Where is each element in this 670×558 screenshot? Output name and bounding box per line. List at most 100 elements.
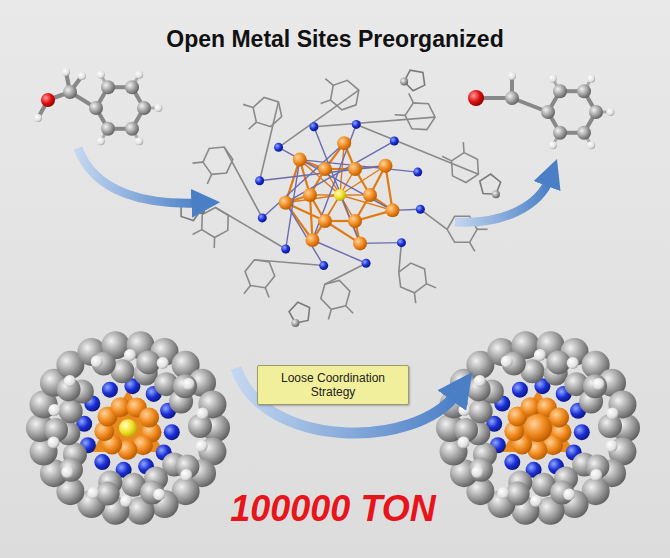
copper-atom: [337, 136, 351, 150]
nitrogen-atom: [309, 122, 318, 131]
carbon-atom: [577, 126, 591, 140]
hydrogen-atom: [47, 436, 59, 448]
hydrogen-atom: [497, 487, 509, 499]
ligand-bond: [325, 263, 366, 284]
copper-atom: [386, 203, 400, 217]
nitrogen-atom: [504, 454, 520, 470]
carbon-atom: [553, 126, 567, 140]
space-filling-cluster: [436, 331, 640, 524]
copper-atom: [524, 414, 552, 442]
carbon-atom: [469, 458, 493, 482]
reaction-arrow: [78, 148, 200, 203]
hydrogen-atom: [78, 72, 86, 80]
carbon-atom: [125, 122, 139, 136]
carbon-atom: [89, 101, 103, 115]
carbon-atom: [96, 482, 120, 506]
hydrogen-atom: [457, 436, 469, 448]
nitrogen-atom: [413, 168, 422, 177]
nitrogen-atom: [319, 261, 328, 270]
hydrogen-atom: [91, 355, 103, 367]
strategy-box: Loose Coordination Strategy: [257, 365, 409, 406]
hydrogen-atom: [124, 349, 136, 361]
oxygen-atom: [468, 90, 484, 106]
hydrogen-atom: [567, 357, 579, 369]
ligand-ring: [331, 80, 359, 110]
copper-atom: [348, 162, 362, 176]
carbon-atom: [589, 105, 603, 119]
ligand-bond: [395, 114, 405, 116]
ligand-bond: [249, 122, 257, 129]
copper-atom: [318, 214, 332, 228]
cluster-core: [255, 120, 425, 270]
carbon-atom: [400, 78, 408, 86]
hydrogen-atom: [534, 349, 546, 361]
hydrogen-atom: [563, 489, 575, 501]
ligand-ring: [203, 147, 233, 174]
hydrogen-atom: [62, 68, 70, 76]
ligand-bond: [346, 306, 353, 314]
node-label: Loose Coordination Strategy: [263, 371, 403, 400]
carbon-atom: [137, 101, 151, 115]
hydrogen-atom: [197, 408, 209, 420]
ligand-ring: [245, 260, 275, 288]
nitrogen-atom: [574, 424, 590, 440]
ligand-bond: [265, 288, 269, 298]
title: Open Metal Sites Preorganized: [0, 26, 670, 53]
hydrogen-atom: [458, 404, 470, 416]
ligand-bond: [463, 142, 465, 152]
benzaldehyde-molecule: [468, 72, 614, 149]
hydrogen-atom: [34, 114, 42, 122]
carbon-atom: [291, 319, 299, 327]
imidazole-ring: [289, 302, 310, 323]
carbon-atom: [506, 482, 530, 506]
hydrogen-atom: [549, 75, 557, 83]
carbon-atom: [173, 374, 197, 398]
nitrogen-atom: [362, 259, 371, 268]
hydrogen-atom: [590, 469, 602, 481]
hydrogen-atom: [154, 104, 162, 112]
carbon-atom: [125, 80, 139, 94]
copper-atom: [305, 233, 319, 247]
ligand-bond: [328, 309, 331, 319]
ligand-bond: [244, 285, 251, 293]
turnover-number: 100000 TON: [230, 488, 435, 530]
copper-atom: [353, 236, 367, 250]
ligand-bond: [470, 242, 475, 251]
hydrogen-atom: [501, 355, 513, 367]
hydrogen-atom: [606, 440, 618, 452]
carbon-atom: [136, 350, 160, 374]
hydrogen-atom: [530, 495, 542, 507]
copper-atom: [303, 188, 317, 202]
ligand-bond: [243, 104, 253, 107]
copper-atom: [363, 188, 377, 202]
ligand-bond: [260, 102, 279, 181]
carbon-atom: [63, 85, 77, 99]
hydrogen-atom: [64, 375, 76, 387]
hydrogen-atom: [593, 378, 605, 390]
copper-atom: [348, 214, 362, 228]
hydrogen-atom: [508, 72, 516, 80]
carbon-atom: [583, 374, 607, 398]
central-atom: [334, 189, 346, 201]
hydrogen-atom: [135, 71, 143, 79]
coordination-bond: [286, 141, 395, 203]
nitrogen-atom: [164, 424, 180, 440]
ligand-ring: [452, 153, 479, 183]
nitrogen-atom: [390, 137, 399, 146]
nitrogen-atom: [512, 382, 528, 398]
hydrogen-atom: [606, 108, 614, 116]
ligand-ring: [399, 263, 427, 293]
copper-atom: [139, 407, 159, 427]
coordination-bond: [262, 143, 344, 218]
copper-atom: [318, 162, 332, 176]
nitrogen-atom: [397, 238, 406, 247]
hydrogen-atom: [87, 487, 99, 499]
hydrogen-atom: [587, 141, 595, 149]
ligand-bond: [192, 161, 202, 164]
benzyl-alcohol-molecule: [34, 68, 162, 145]
reaction-arrows: [78, 148, 550, 433]
hydrogen-atom: [471, 466, 483, 478]
ligand-bond: [325, 79, 333, 86]
nitrogen-atom: [352, 120, 361, 129]
